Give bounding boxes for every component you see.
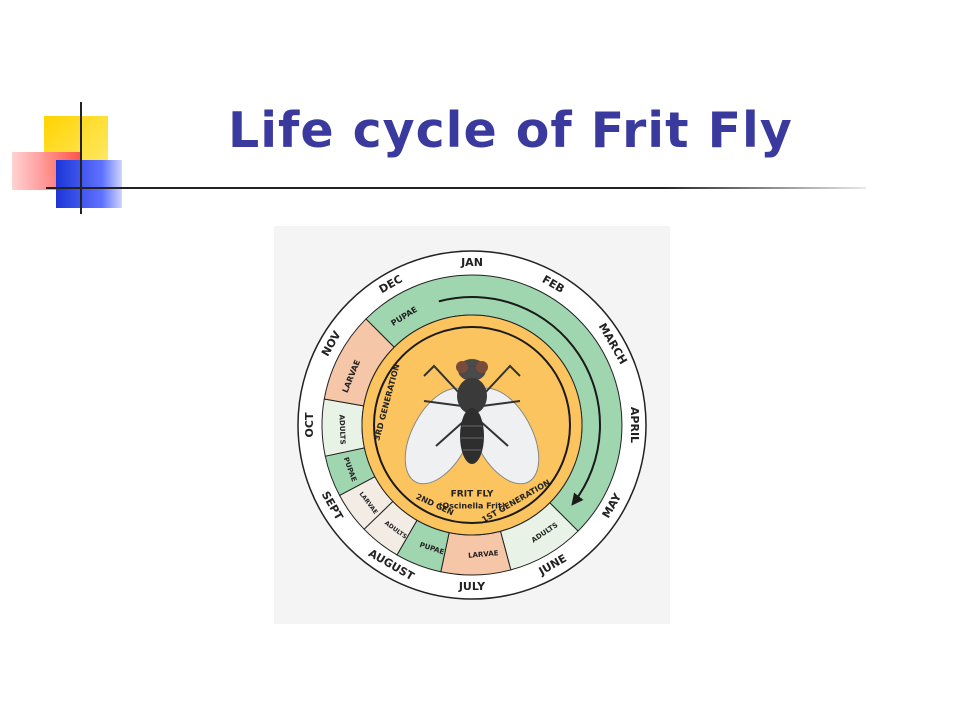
- title-underline: [46, 187, 866, 189]
- stage-larvae-june: LARVAE: [468, 549, 499, 560]
- decor-blue-square: [56, 160, 122, 208]
- slide-title: Life cycle of Frit Fly: [228, 102, 793, 159]
- month-label-oct: OCT: [303, 412, 316, 437]
- month-label-july: JULY: [458, 580, 486, 593]
- stage-adults-sept: ADULTS: [338, 414, 347, 444]
- overwinter-arrow: [438, 296, 601, 506]
- month-label-jan: JAN: [460, 256, 483, 269]
- life-cycle-svg: JANFEBMARCHAPRILMAYJUNEJULYAUGUSTSEPTOCT…: [297, 250, 647, 600]
- generation-ring: [373, 326, 571, 524]
- decor-vertical-line: [80, 102, 82, 214]
- species-name: FRIT FLY: [451, 490, 494, 500]
- species-latin-name: (Oscinella Frit): [439, 502, 506, 511]
- fly-illustration: [404, 359, 540, 485]
- month-label-april: APRIL: [628, 407, 641, 443]
